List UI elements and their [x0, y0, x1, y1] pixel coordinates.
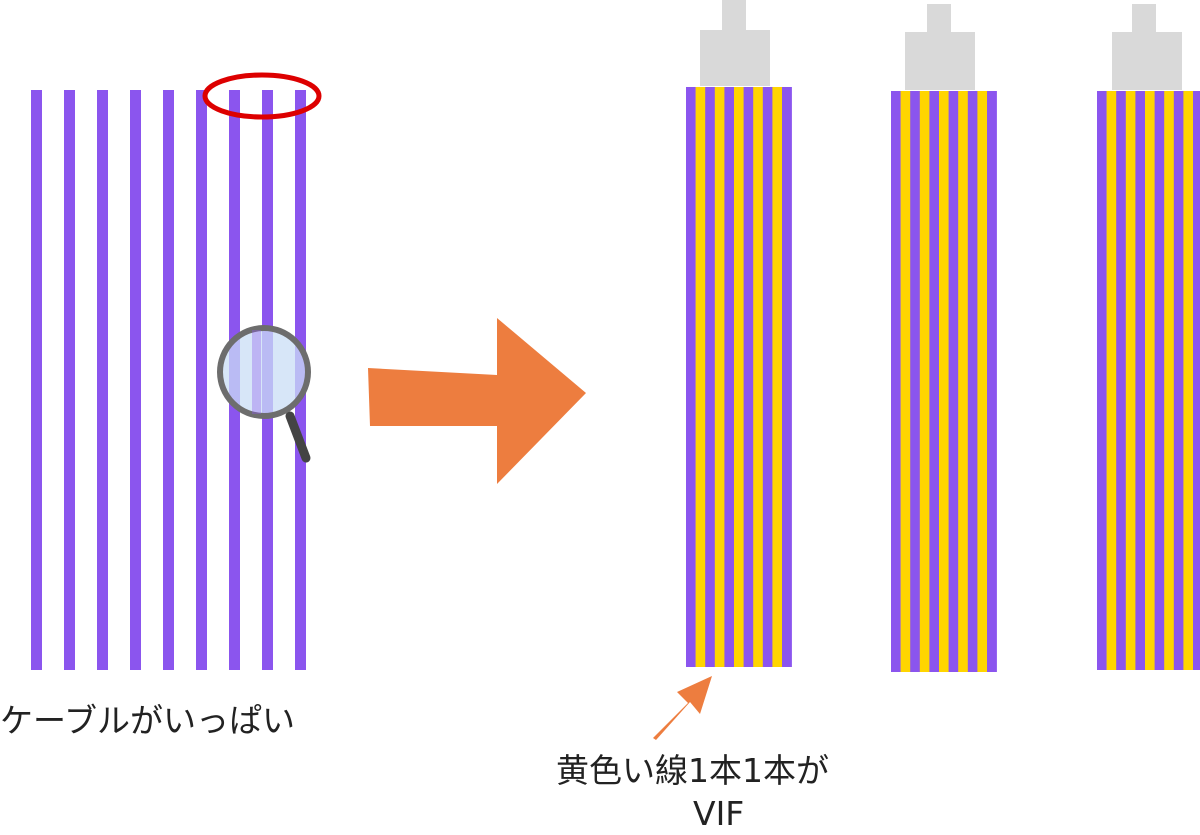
- purple-line: [705, 87, 716, 667]
- purple-line: [987, 91, 997, 672]
- yellow-line: [919, 91, 930, 672]
- yellow-line: [939, 91, 949, 672]
- yellow-line: [977, 91, 988, 672]
- yellow-line-label: 黄色い線1本1本が: [556, 751, 829, 790]
- yellow-line: [1183, 91, 1194, 670]
- cable-line: [196, 90, 207, 670]
- yellow-line: [1164, 91, 1175, 670]
- purple-line: [1135, 91, 1146, 670]
- cable-line: [31, 90, 42, 670]
- yellow-line: [772, 87, 783, 667]
- yellow-line: [1106, 91, 1117, 670]
- cable-line: [163, 90, 174, 670]
- purple-line: [910, 91, 921, 672]
- highlight-ellipse: [202, 72, 322, 120]
- purple-line: [1154, 91, 1165, 670]
- right-arrow-icon: [368, 318, 586, 484]
- purple-line: [686, 87, 696, 667]
- yellow-line: [734, 87, 744, 667]
- purple-line: [967, 91, 978, 672]
- purple-line: [1097, 91, 1107, 670]
- purple-line: [891, 91, 901, 672]
- cable-bundle-2: [891, 4, 997, 672]
- cable-line: [64, 90, 75, 670]
- connector-3: [1112, 4, 1182, 90]
- purple-line: [743, 87, 754, 667]
- magnifier-icon: [217, 325, 311, 463]
- yellow-line: [714, 87, 725, 667]
- purple-line: [1116, 91, 1127, 670]
- purple-line: [782, 87, 792, 667]
- vif-label: VIF: [693, 794, 745, 833]
- cable-bundle-3: [1097, 4, 1200, 670]
- many-cables-label: ケーブルがいっぱい: [0, 701, 296, 740]
- purple-line: [724, 87, 735, 667]
- purple-line: [1193, 91, 1200, 670]
- yellow-line: [1145, 91, 1155, 670]
- connector-2: [905, 4, 975, 90]
- purple-line: [1173, 91, 1184, 670]
- cable-bundle-1: [686, 0, 792, 667]
- purple-line: [948, 91, 959, 672]
- yellow-line: [695, 87, 706, 667]
- purple-line: [929, 91, 940, 672]
- up-right-arrow-icon: [653, 676, 712, 740]
- connector-1: [700, 0, 770, 86]
- yellow-line: [1125, 91, 1136, 670]
- cable-line: [97, 90, 108, 670]
- purple-line: [762, 87, 773, 667]
- yellow-line: [753, 87, 764, 667]
- cable-line: [130, 90, 141, 670]
- yellow-line: [900, 91, 911, 672]
- yellow-line: [958, 91, 969, 672]
